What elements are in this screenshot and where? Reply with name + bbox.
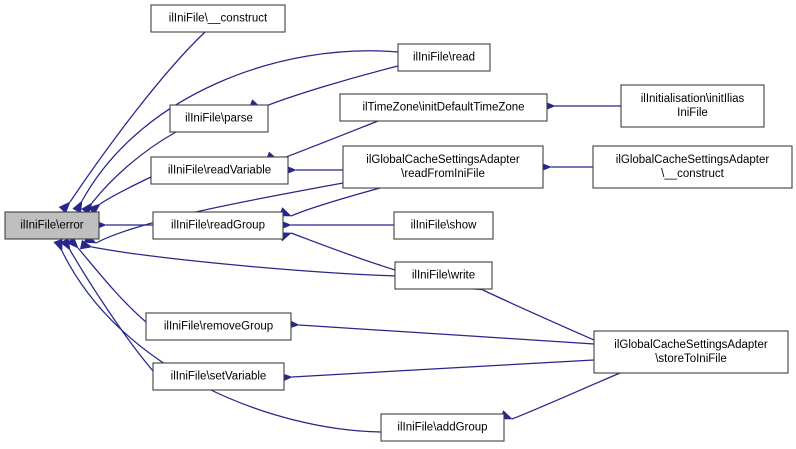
edge-storetoinifile-to-addgroup (499, 372, 621, 420)
node-box-read[interactable] (397, 43, 491, 72)
node-box-construct[interactable] (150, 4, 286, 33)
node-box-parse[interactable] (169, 104, 269, 133)
node-box-readfrominifile[interactable] (342, 145, 544, 189)
nodes-layer: ilIniFile\error ilIniFile\__construct ilIn… (4, 4, 793, 442)
edge-removegroup-to-error (66, 236, 147, 323)
node-box-error[interactable] (4, 211, 100, 240)
edge-storetoinifile-to-write (470, 280, 595, 341)
node-addgroup[interactable]: ilIniFile\addGroup (380, 413, 505, 442)
node-readfrominifile[interactable]: ilGlobalCacheSettingsAdapter\readFromIni… (342, 145, 544, 189)
node-box-gcsaconstruct[interactable] (592, 145, 793, 189)
node-box-readgroup[interactable] (152, 211, 284, 240)
edge-read-to-error (72, 50, 399, 214)
node-box-show[interactable] (393, 211, 494, 240)
edge-gcsaconstruct-to-readfrominifile (539, 162, 593, 172)
edge-show-to-readgroup (279, 220, 394, 230)
edges-layer (53, 31, 621, 433)
node-box-setvariable[interactable] (152, 362, 285, 391)
edge-storetoinifile-to-setvariable (280, 359, 595, 383)
node-construct[interactable]: ilIniFile\__construct (150, 4, 286, 33)
node-setvariable[interactable]: ilIniFile\setVariable (152, 362, 285, 391)
node-readgroup[interactable]: ilIniFile\readGroup (152, 211, 284, 240)
edge-readfrominifile-to-readvariable (284, 165, 343, 175)
node-box-write[interactable] (394, 261, 493, 290)
node-box-removegroup[interactable] (145, 312, 292, 341)
edge-construct-to-error (58, 31, 206, 214)
node-box-initdefaulttimezone[interactable] (339, 93, 548, 122)
node-read[interactable]: ilIniFile\read (397, 43, 491, 72)
node-removegroup[interactable]: ilIniFile\removeGroup (145, 312, 292, 341)
node-box-storetoinifile[interactable] (593, 330, 789, 374)
node-readvariable[interactable]: ilIniFile\readVariable (150, 156, 289, 185)
edge-readfrominifile-to-readgroup (278, 187, 381, 217)
node-box-addgroup[interactable] (380, 413, 505, 442)
node-box-initiliasinifile[interactable] (620, 84, 765, 128)
node-write[interactable]: ilIniFile\write (394, 261, 493, 290)
edge-storetoinifile-to-removegroup (287, 319, 595, 345)
node-gcsaconstruct[interactable]: ilGlobalCacheSettingsAdapter\__construct (592, 145, 793, 189)
edge-setvariable-to-error (60, 237, 154, 372)
edge-readvariable-to-error (88, 176, 152, 215)
edge-write-to-readgroup (278, 232, 396, 271)
node-error[interactable]: ilIniFile\error (4, 211, 100, 240)
edge-write-to-error (79, 239, 396, 277)
node-initdefaulttimezone[interactable]: ilTimeZone\initDefaultTimeZone (339, 93, 548, 122)
node-storetoinifile[interactable]: ilGlobalCacheSettingsAdapter\storeToIniF… (593, 330, 789, 374)
node-show[interactable]: ilIniFile\show (393, 211, 494, 240)
edge-initiliasinifile-to-initdefaulttimezone (543, 101, 621, 111)
node-box-readvariable[interactable] (150, 156, 289, 185)
node-parse[interactable]: ilIniFile\parse (169, 104, 269, 133)
